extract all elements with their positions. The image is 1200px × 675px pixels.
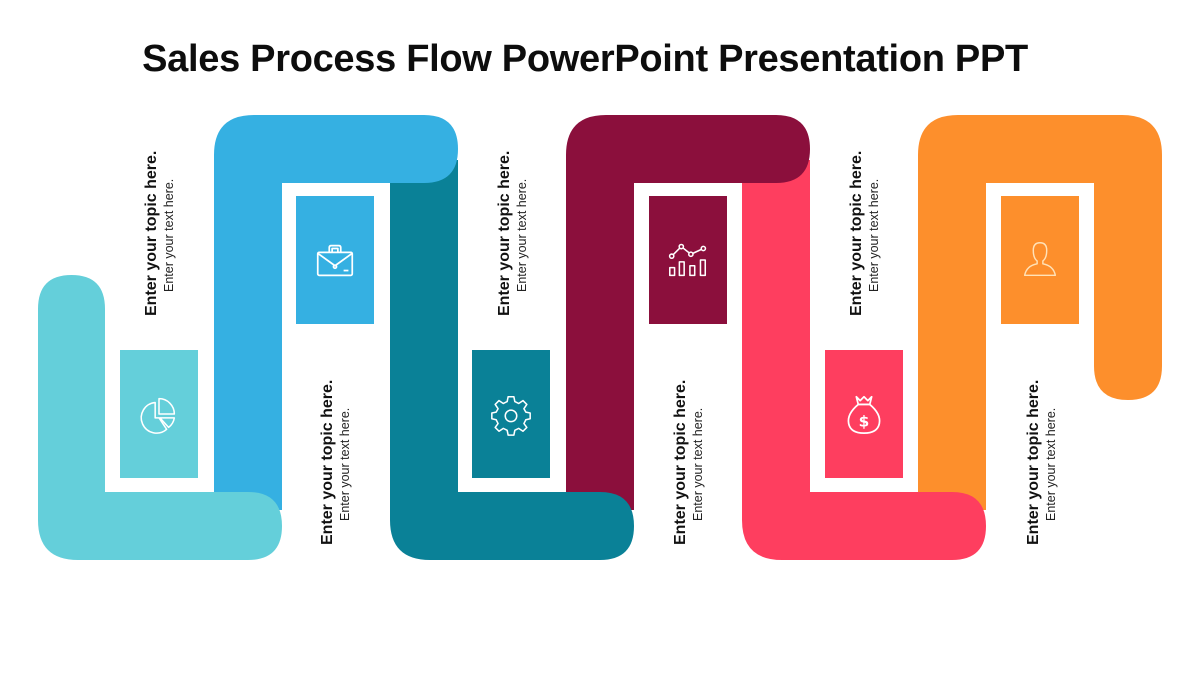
user-icon (1023, 242, 1057, 277)
line-bar-chart-icon (668, 243, 707, 277)
step5-text: Enter your text here. (867, 178, 881, 292)
step6-icon-box (1001, 196, 1079, 324)
step4-topic: Enter your topic here. (672, 379, 689, 545)
step5-icon-box: $ (825, 350, 903, 478)
step1-icon-box (120, 350, 198, 478)
step6-topic: Enter your topic here. (1025, 379, 1042, 545)
step2-icon-box (296, 196, 374, 324)
step3-text: Enter your text here. (515, 178, 529, 292)
step5-topic: Enter your topic here. (848, 150, 865, 316)
step6-label: Enter your topic here. Enter your text h… (1024, 355, 1084, 545)
step2-topic: Enter your topic here. (319, 379, 336, 545)
step1-topic: Enter your topic here. (143, 150, 160, 316)
step5-ribbon (742, 160, 986, 560)
step4-ribbon (566, 115, 810, 510)
step6-ribbon (918, 115, 1162, 510)
step3-topic: Enter your topic here. (496, 150, 513, 316)
step2-text: Enter your text here. (338, 407, 352, 521)
step4-text: Enter your text here. (691, 407, 705, 521)
pie-chart-icon (140, 397, 176, 434)
briefcase-icon (316, 244, 354, 277)
step4-icon-box (649, 196, 727, 324)
step2-label: Enter your topic here. Enter your text h… (318, 355, 378, 545)
step3-label: Enter your topic here. Enter your text h… (495, 126, 555, 316)
step5-label: Enter your topic here. Enter your text h… (847, 126, 907, 316)
gear-icon (491, 395, 531, 436)
money-bag-icon: $ (847, 395, 881, 435)
step1-text: Enter your text here. (162, 178, 176, 292)
step6-text: Enter your text here. (1044, 407, 1058, 521)
page-title: Sales Process Flow PowerPoint Presentati… (142, 38, 1028, 80)
step1-label: Enter your topic here. Enter your text h… (142, 126, 202, 316)
svg-text:$: $ (859, 412, 870, 430)
step1-ribbon (38, 275, 282, 560)
step2-ribbon (214, 115, 458, 510)
step3-ribbon (390, 160, 634, 560)
step3-icon-box (472, 350, 550, 478)
step4-label: Enter your topic here. Enter your text h… (671, 355, 731, 545)
